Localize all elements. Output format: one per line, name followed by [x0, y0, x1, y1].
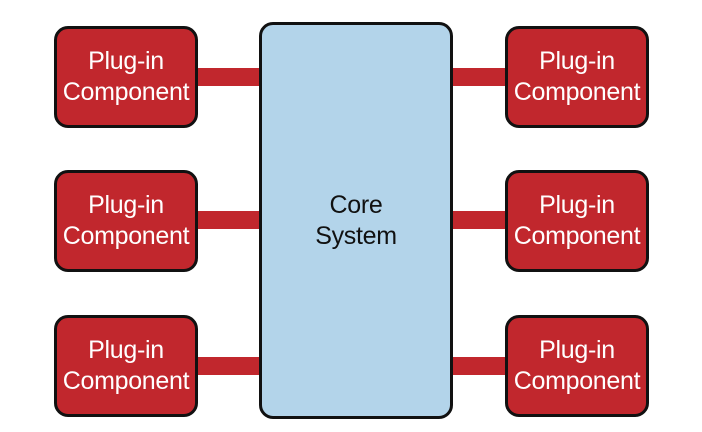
- core-system-box: Core System: [259, 22, 453, 419]
- plugin-left-bottom: Plug-in Component: [54, 315, 198, 417]
- connector-left-bottom: [196, 357, 264, 375]
- connector-left-middle: [196, 211, 264, 229]
- plugin-label-line2: Component: [513, 222, 641, 250]
- plugin-right-top: Plug-in Component: [505, 26, 649, 128]
- plugin-left-top: Plug-in Component: [54, 26, 198, 128]
- connector-right-middle: [448, 211, 510, 229]
- plugin-right-bottom: Plug-in Component: [505, 315, 649, 417]
- plugin-label-line1: Plug-in: [539, 47, 615, 75]
- plugin-left-middle: Plug-in Component: [54, 170, 198, 272]
- connector-left-top: [196, 68, 264, 86]
- plugin-label-line2: Component: [513, 367, 641, 395]
- core-label-line2: System: [315, 221, 397, 250]
- plugin-label-line1: Plug-in: [539, 336, 615, 364]
- connector-right-bottom: [448, 357, 510, 375]
- plugin-right-middle: Plug-in Component: [505, 170, 649, 272]
- plugin-label-line2: Component: [513, 78, 641, 106]
- plugin-label-line2: Component: [62, 367, 190, 395]
- plugin-label-line2: Component: [62, 78, 190, 106]
- plugin-label-line1: Plug-in: [88, 191, 164, 219]
- plugin-label-line1: Plug-in: [88, 47, 164, 75]
- plugin-label-line1: Plug-in: [88, 336, 164, 364]
- plugin-label-line1: Plug-in: [539, 191, 615, 219]
- core-label-line1: Core: [329, 190, 383, 219]
- plugin-label-line2: Component: [62, 222, 190, 250]
- connector-right-top: [448, 68, 510, 86]
